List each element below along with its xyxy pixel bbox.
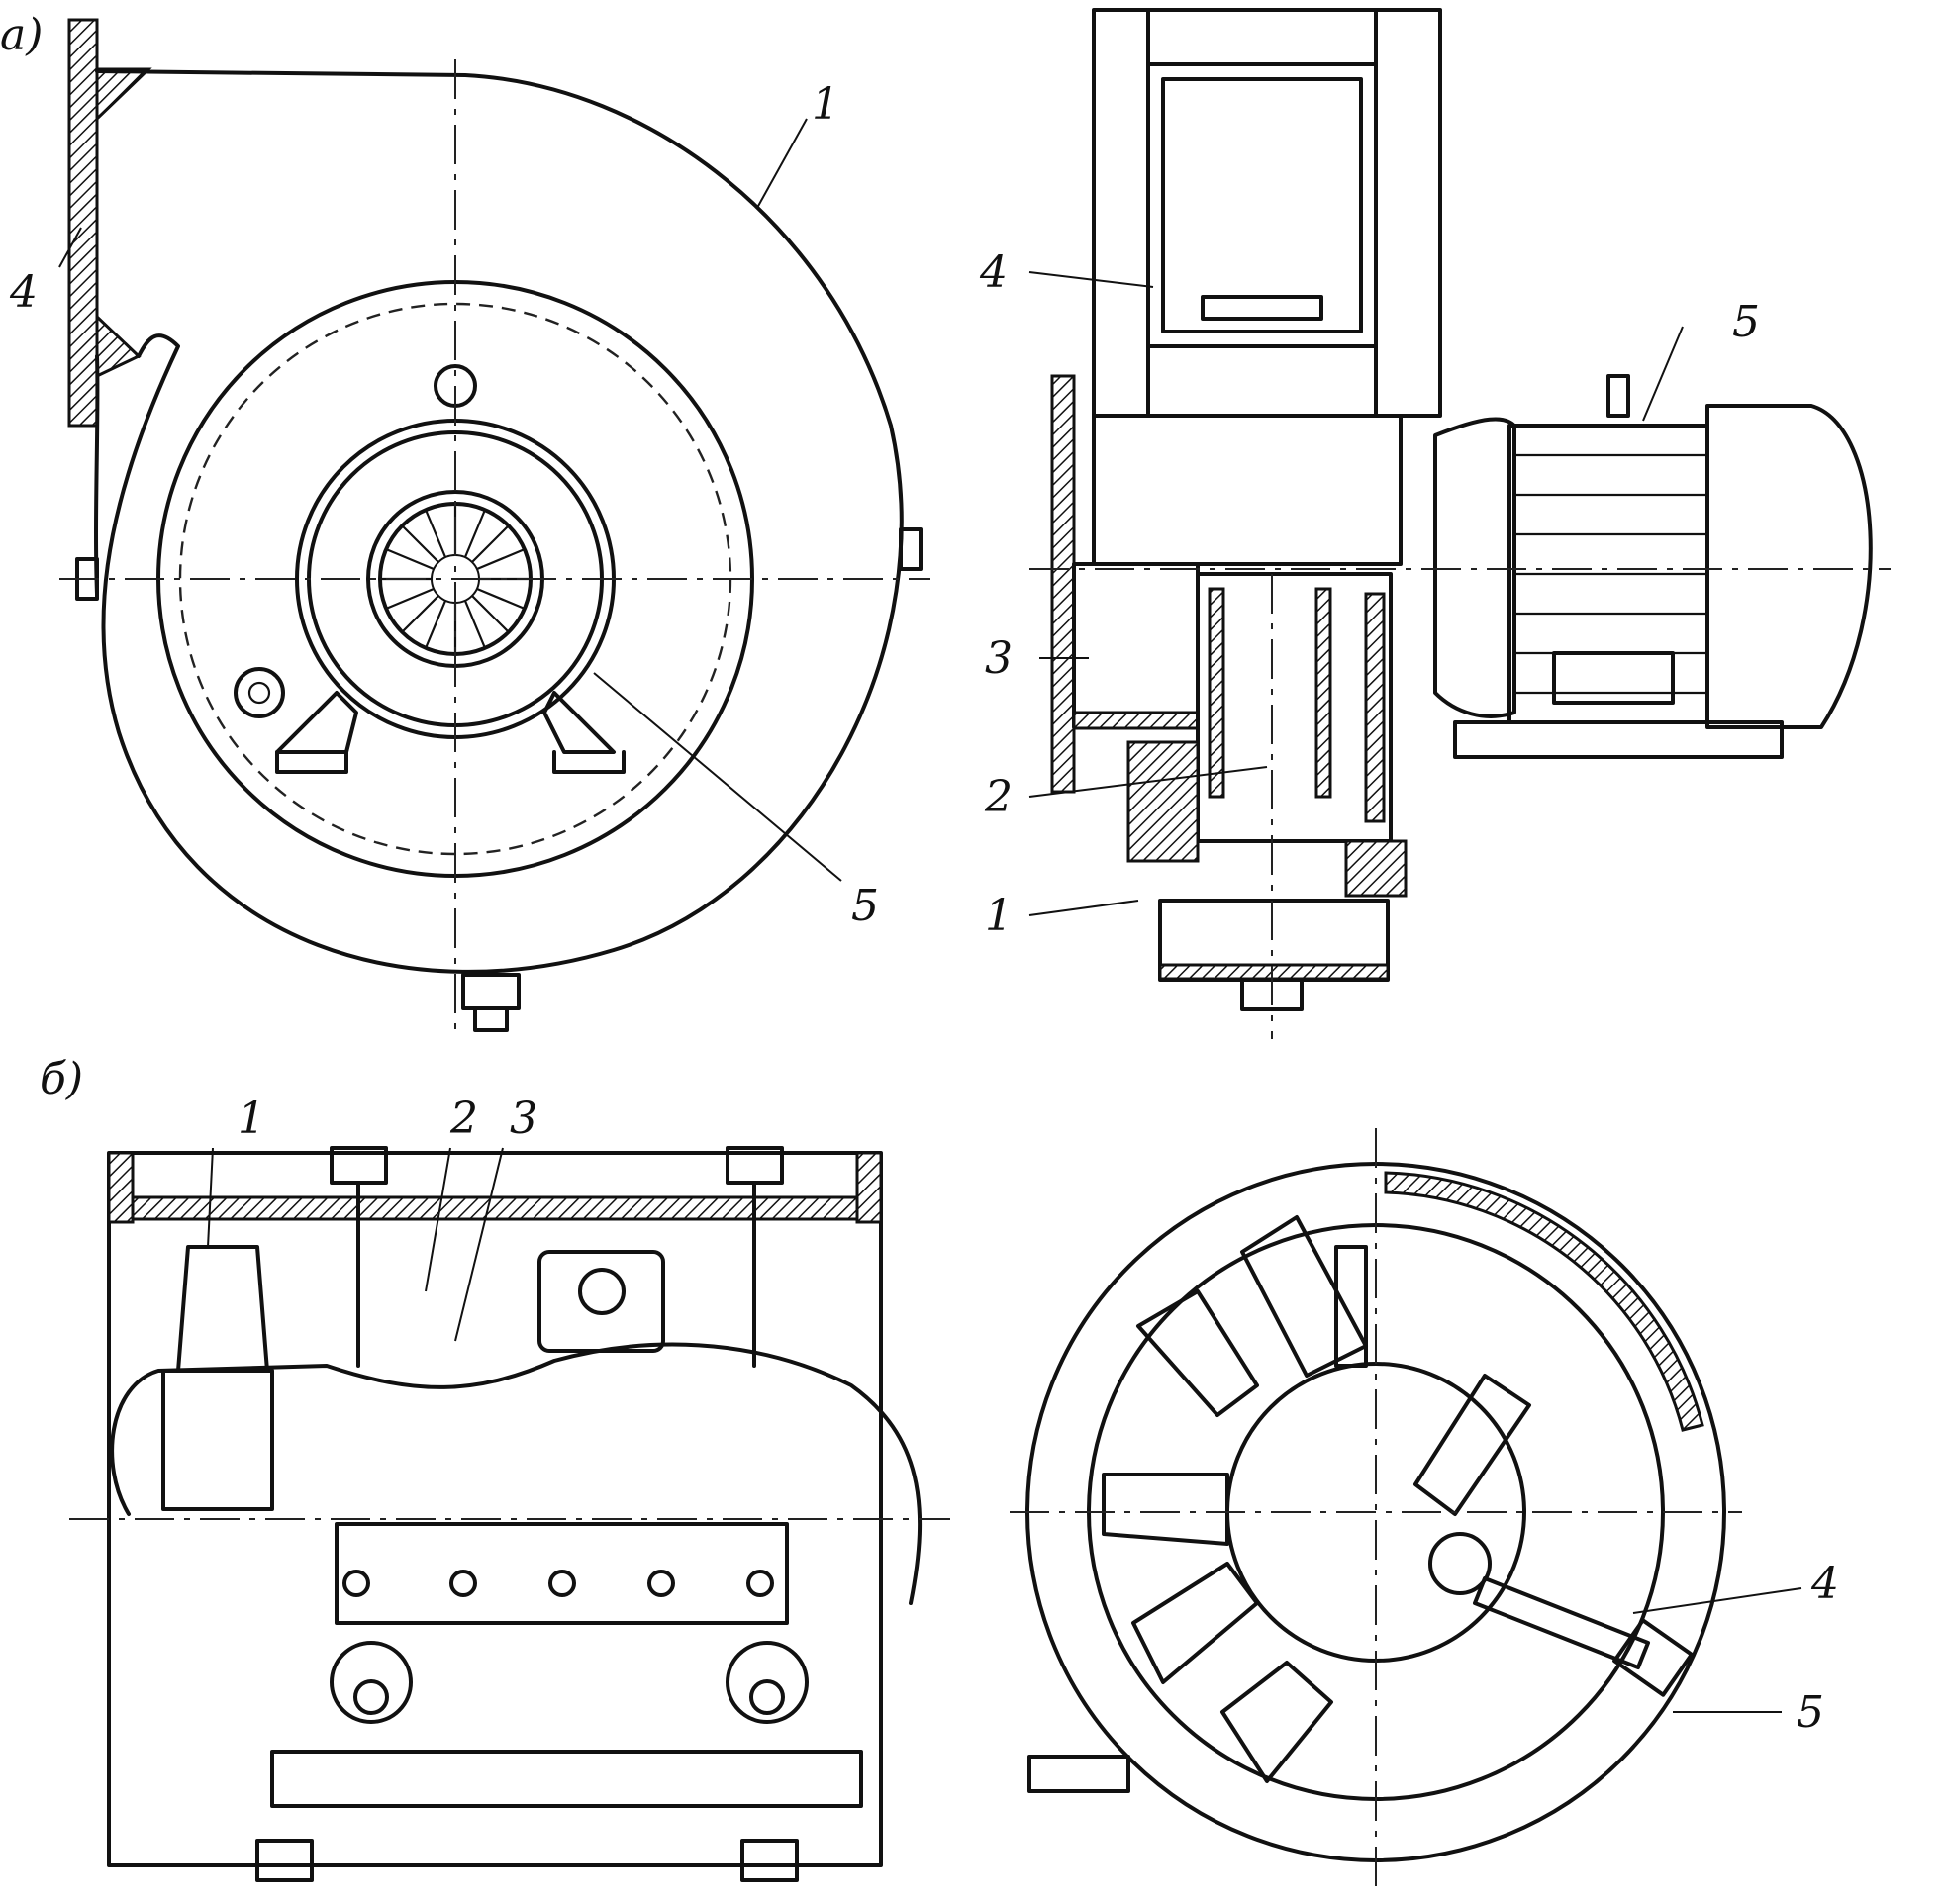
motor-mount bbox=[537, 1250, 665, 1353]
outlet-window-inner bbox=[1161, 77, 1363, 333]
leader-b3 bbox=[454, 1147, 504, 1342]
leader-side-2 bbox=[1028, 766, 1268, 798]
bolt-stack-left bbox=[1126, 740, 1200, 863]
leader-bside-4 bbox=[1632, 1587, 1802, 1614]
bottom-bolt-nut bbox=[461, 973, 521, 1010]
side-bolt-right bbox=[899, 527, 923, 571]
leader-side-5 bbox=[1642, 326, 1684, 422]
callout-a-front-4: 4 bbox=[9, 267, 38, 318]
callout-b-front-2: 2 bbox=[449, 1094, 478, 1144]
leader-side-1 bbox=[1028, 900, 1139, 916]
support-foot bbox=[1027, 1755, 1130, 1793]
fan-a-side-view bbox=[1028, 8, 1891, 1039]
inlet-nozzle-plate bbox=[1072, 711, 1200, 730]
callout-b-front-1: 1 bbox=[238, 1094, 265, 1144]
callout-b-side-4: 4 bbox=[1810, 1559, 1839, 1609]
rod-bolt-right bbox=[726, 1146, 784, 1368]
callout-b-side-5: 5 bbox=[1797, 1687, 1824, 1738]
leader-a5 bbox=[593, 672, 842, 882]
outlet-window bbox=[1146, 62, 1378, 348]
top-flange-right bbox=[855, 1151, 883, 1224]
volute-casing bbox=[95, 69, 904, 974]
cage-plate bbox=[335, 1522, 789, 1625]
leader-b1 bbox=[207, 1147, 214, 1248]
leader-side-4 bbox=[1028, 271, 1154, 288]
motor-foot-left bbox=[275, 691, 358, 754]
side-clamp bbox=[234, 667, 285, 718]
blades bbox=[1102, 1215, 1368, 1783]
top-flange-left bbox=[107, 1151, 135, 1224]
callout-a-side-3: 3 bbox=[985, 633, 1013, 684]
callout-a-side-5: 5 bbox=[1732, 297, 1760, 347]
outlet-duct bbox=[1092, 8, 1442, 418]
callout-b-front-3: 3 bbox=[510, 1094, 537, 1144]
panel-label-a: a) bbox=[0, 10, 43, 60]
inlet-nozzle bbox=[1072, 562, 1200, 729]
bottom-bolt-stem bbox=[473, 1006, 509, 1032]
callout-a-side-1: 1 bbox=[985, 891, 1013, 941]
motor-foot-slots bbox=[275, 750, 626, 774]
callout-a-side-2: 2 bbox=[984, 772, 1013, 822]
bolt-stack-right bbox=[1344, 839, 1408, 898]
inlet-flange bbox=[1050, 374, 1076, 794]
wheel-rim bbox=[1364, 592, 1386, 823]
outlet-duct-inner bbox=[1146, 8, 1378, 418]
cable-gland bbox=[176, 1245, 269, 1373]
flange-gusset-bottom bbox=[95, 313, 142, 379]
callout-a-side-4: 4 bbox=[979, 247, 1008, 298]
wheel-section bbox=[1196, 572, 1393, 843]
frame-outline bbox=[107, 1151, 883, 1867]
casing-body bbox=[1092, 414, 1403, 566]
fan-a-front-view bbox=[58, 18, 930, 1039]
foot-bolt-right bbox=[740, 1839, 799, 1882]
wheel-plate-right bbox=[1314, 587, 1332, 799]
fan-b-side-view bbox=[1010, 1128, 1802, 1895]
panel-label-b: б) bbox=[40, 1054, 83, 1104]
base-rail bbox=[270, 1750, 863, 1808]
casing-section-hatch bbox=[1384, 1171, 1704, 1432]
motor-housing bbox=[110, 1342, 923, 1605]
wheel-left bbox=[330, 1641, 413, 1724]
leader-a4 bbox=[58, 227, 82, 268]
flange-wall bbox=[67, 18, 99, 428]
motor-foot-right bbox=[542, 691, 616, 754]
rod-bolt-left bbox=[330, 1146, 388, 1368]
callout-a-front-5: 5 bbox=[851, 881, 879, 931]
callout-a-front-1: 1 bbox=[812, 79, 839, 130]
foot-bolt-left bbox=[255, 1839, 314, 1882]
outlet-handle bbox=[1201, 295, 1323, 321]
flange-gusset-top bbox=[95, 67, 152, 123]
wheel-right bbox=[726, 1641, 809, 1724]
top-plate bbox=[107, 1195, 883, 1221]
lower-box-base bbox=[1158, 963, 1390, 981]
drive-link bbox=[1413, 1374, 1694, 1697]
leader-a1 bbox=[756, 118, 808, 209]
wheel-plate-left bbox=[1208, 587, 1225, 799]
terminal-box bbox=[161, 1369, 274, 1511]
motor-mount-bolt bbox=[578, 1268, 626, 1315]
leader-b2 bbox=[425, 1147, 451, 1292]
motor bbox=[1433, 374, 1873, 759]
fan-b-front-view bbox=[69, 1146, 950, 1882]
